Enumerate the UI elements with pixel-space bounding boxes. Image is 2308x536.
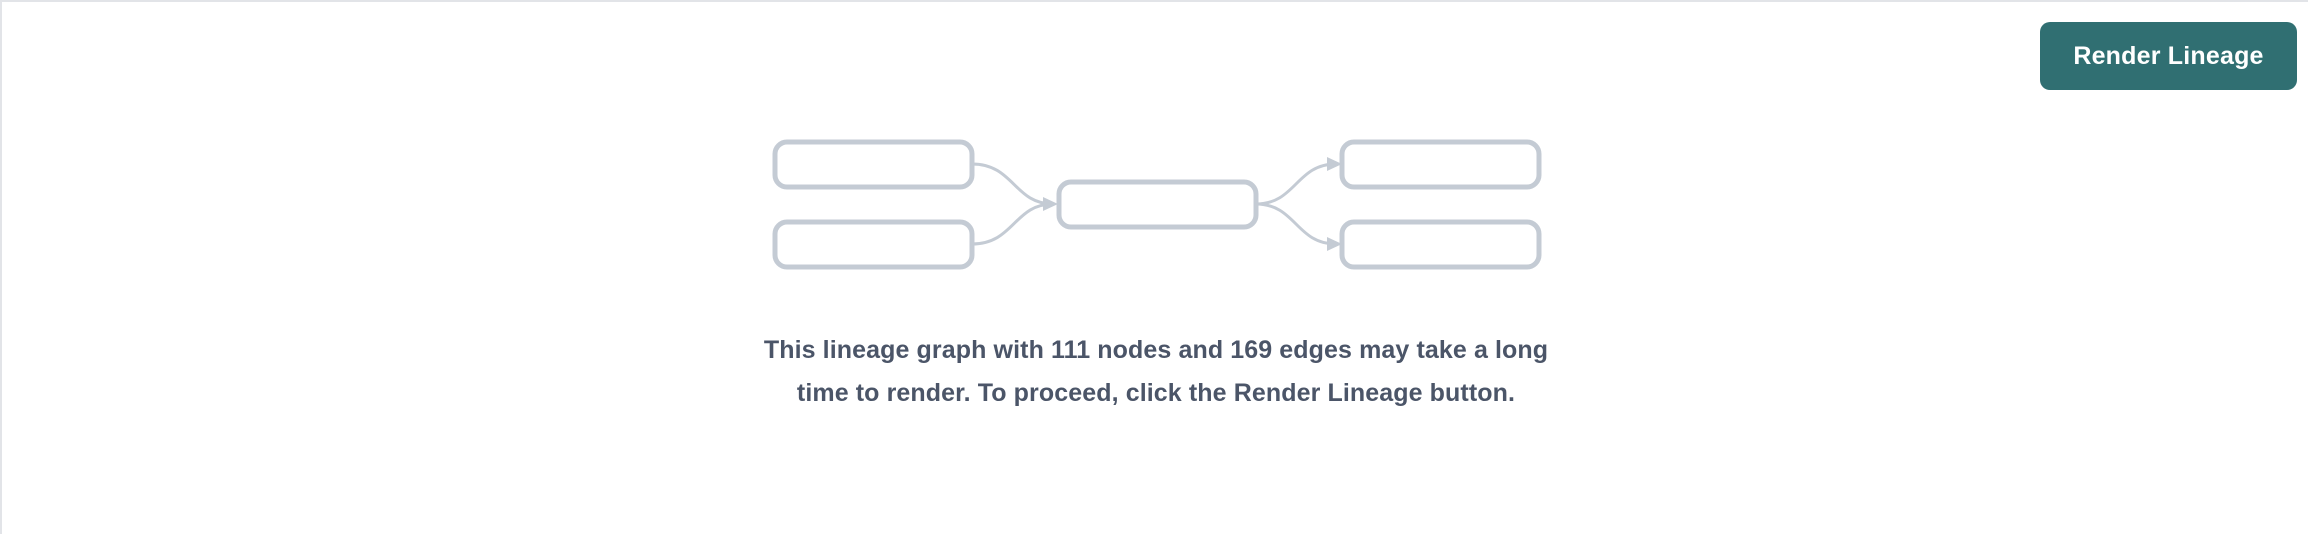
arrow-into-downstream-2-icon (1327, 237, 1342, 251)
illustration-nodes (772, 139, 1542, 270)
arrow-into-downstream-1-icon (1327, 157, 1342, 171)
edge-upstream-2-center (971, 202, 1054, 246)
illustration-node-upstream-1 (772, 139, 975, 190)
illustration-node-downstream-1 (1339, 139, 1542, 190)
illustration-node-downstream-2 (1339, 219, 1542, 270)
lineage-graph-illustration (746, 122, 1566, 292)
illustration-edges (971, 162, 1337, 246)
edge-center-downstream-2 (1255, 202, 1337, 246)
edge-center-downstream-1 (1255, 162, 1337, 206)
illustration-node-upstream-2 (772, 219, 975, 270)
illustration-arrowheads (1043, 157, 1342, 251)
render-lineage-button[interactable]: Render Lineage (2040, 22, 2297, 90)
edge-upstream-1-center (971, 162, 1054, 206)
illustration-node-center (1056, 179, 1259, 230)
arrow-into-center-icon (1043, 197, 1058, 211)
lineage-placeholder-message: This lineage graph with 111 nodes and 16… (763, 336, 1549, 407)
